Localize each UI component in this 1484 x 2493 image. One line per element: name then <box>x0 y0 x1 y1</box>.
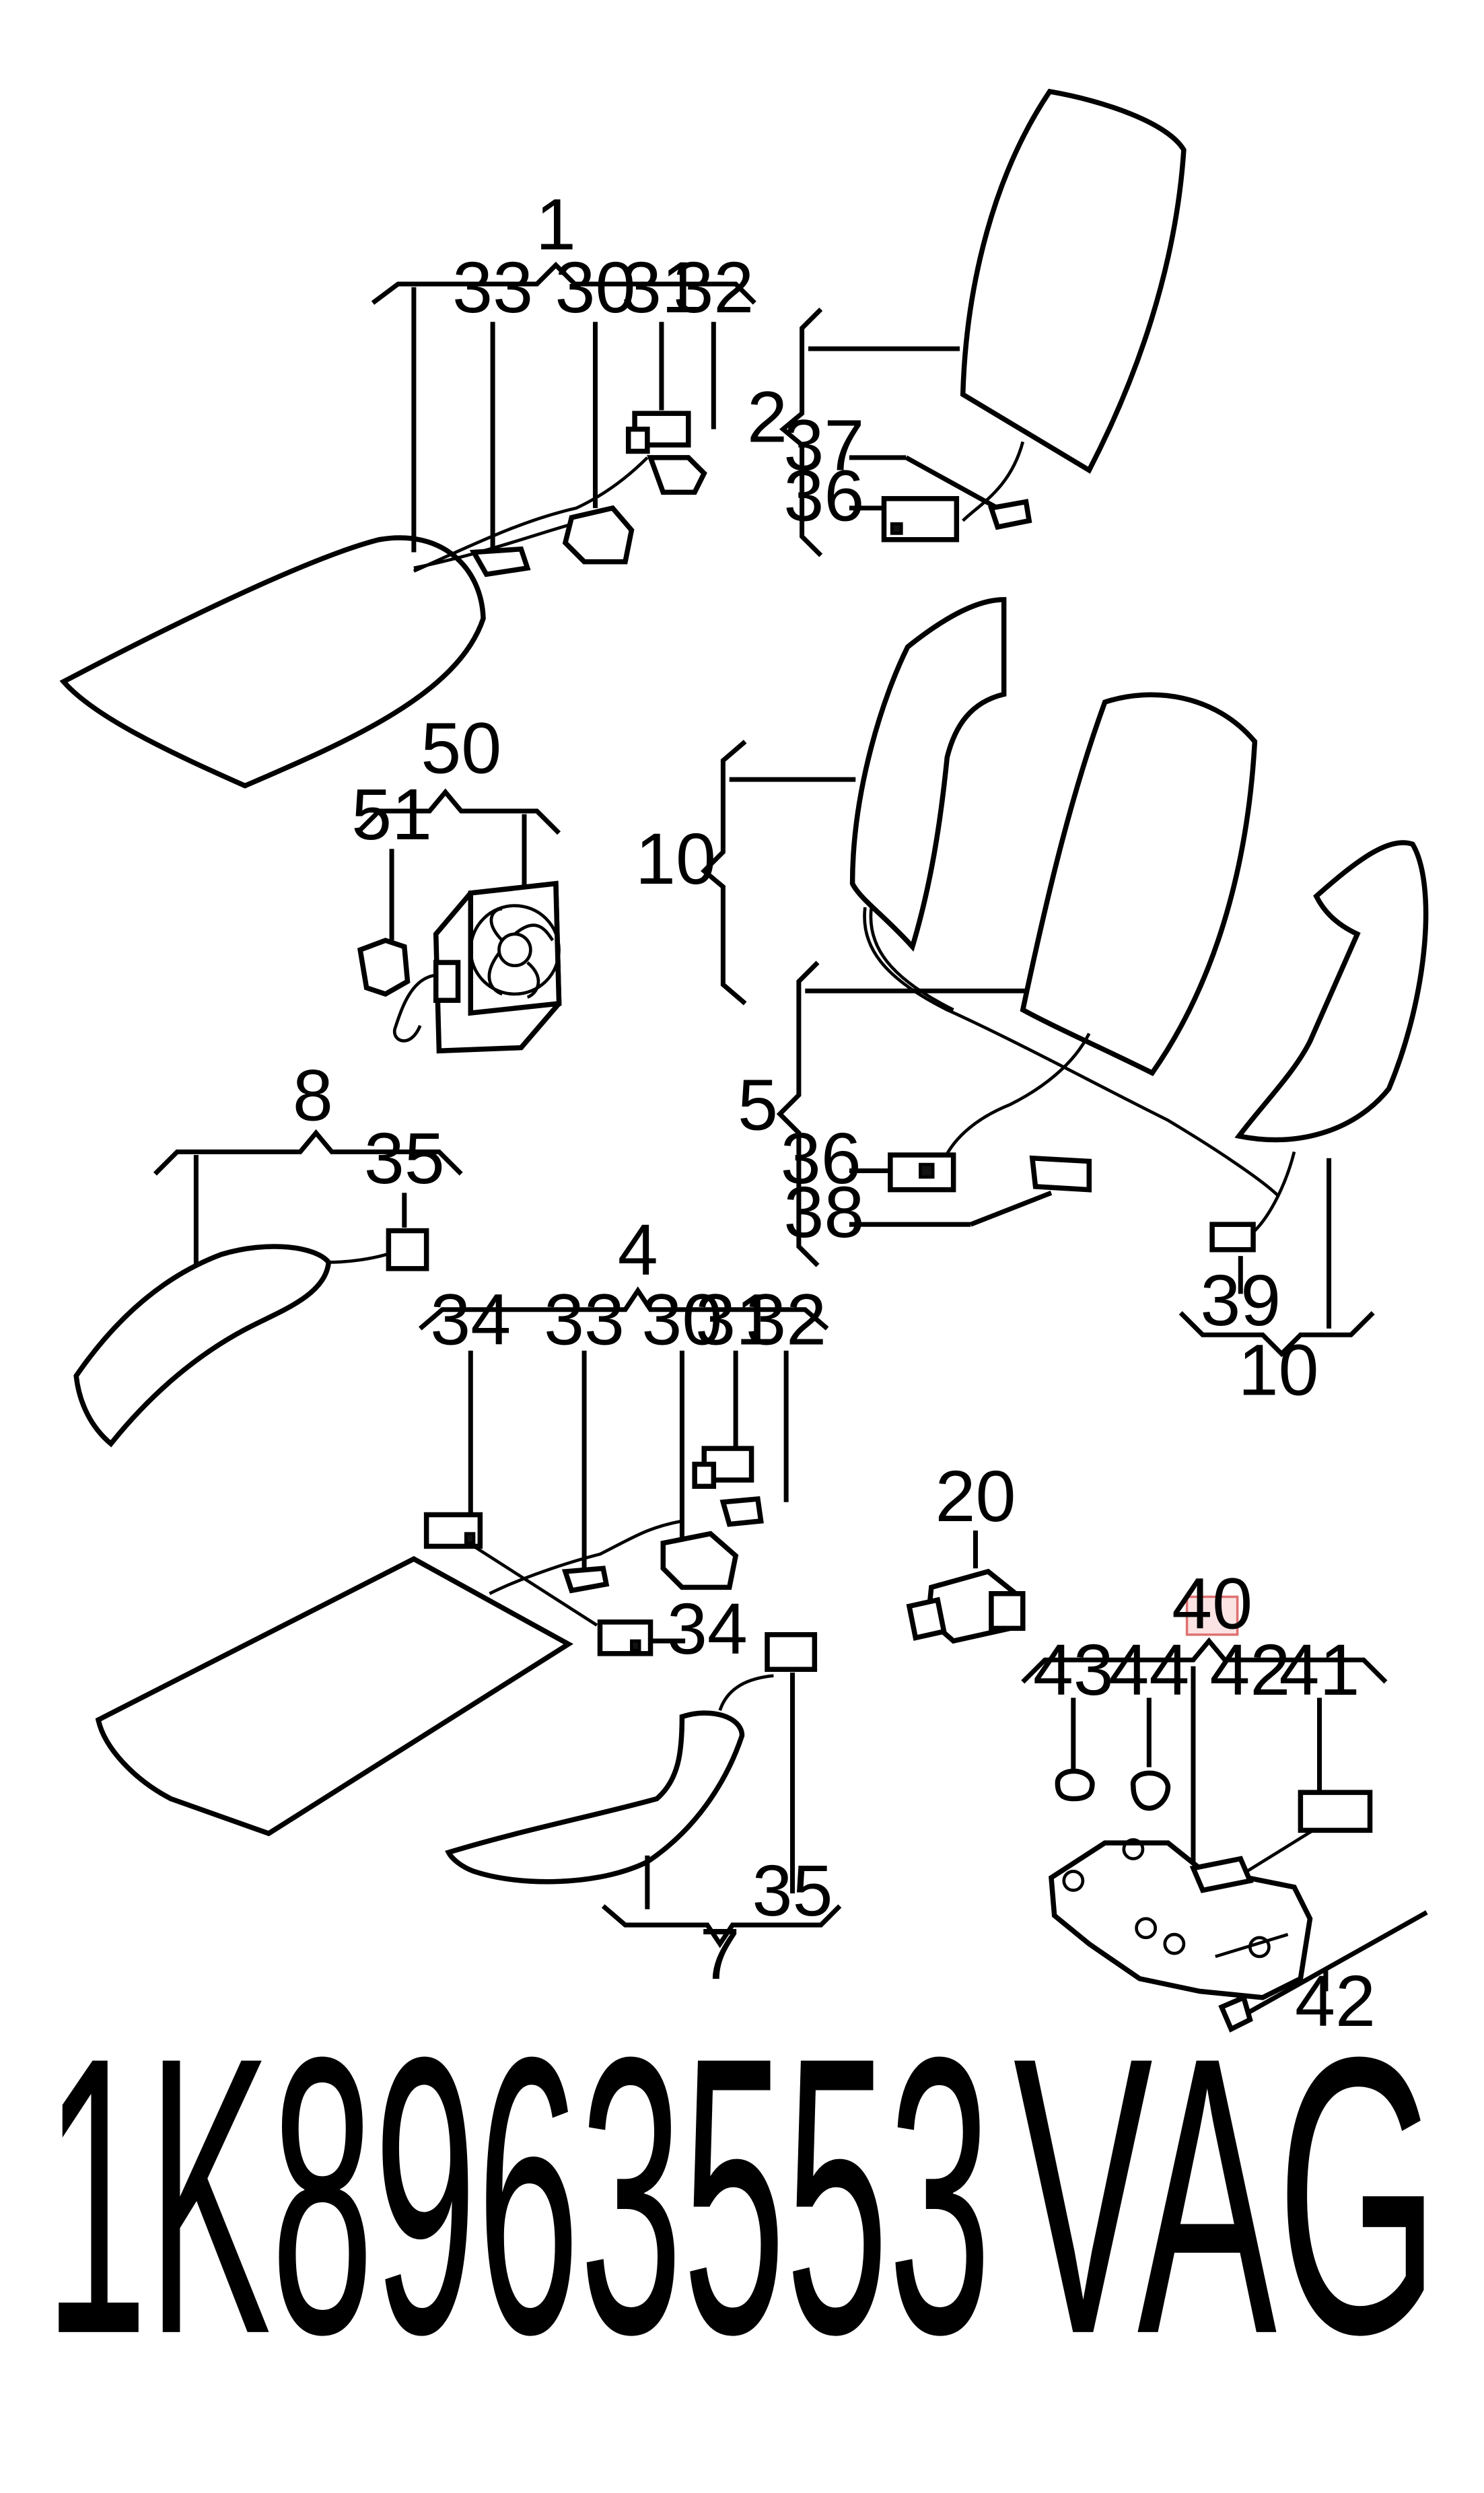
control-unit-30 <box>562 505 635 565</box>
callout-10-lower: 10 <box>1238 1329 1319 1410</box>
callout-40: 40 <box>1172 1562 1252 1644</box>
fan-group <box>355 788 562 1054</box>
callout-20: 20 <box>935 1455 1016 1537</box>
callout-5: 5 <box>738 1064 778 1146</box>
callout-30b: 30 <box>641 1278 722 1360</box>
callout-32: 32 <box>673 246 754 328</box>
callout-40-highlight <box>1185 1595 1239 1636</box>
callout-10-upper: 10 <box>635 818 716 899</box>
callout-34: 34 <box>430 1278 511 1360</box>
seat-cushion-heater-group <box>59 261 756 789</box>
callout-31: 31 <box>621 246 702 328</box>
holder-33b <box>561 1566 610 1594</box>
second-seat-heater-pad <box>95 1555 573 1837</box>
sensor-mat-group <box>1021 1637 1428 2033</box>
callout-36b: 36 <box>781 1117 861 1199</box>
callout-1: 1 <box>536 183 576 265</box>
callout-43: 43 <box>1033 1629 1114 1710</box>
connector-36 <box>881 496 960 542</box>
callout-50: 50 <box>421 707 501 789</box>
callout-39: 39 <box>1200 1259 1281 1341</box>
connector-36b <box>888 1152 956 1193</box>
side-bolster-left-pad <box>849 597 1007 952</box>
callout-37: 37 <box>783 405 864 486</box>
connector-35a <box>386 1228 429 1271</box>
clip-43 <box>1055 1768 1095 1802</box>
callout-33b: 33 <box>544 1278 625 1360</box>
backrest-heater-pad <box>960 88 1187 474</box>
side-bolster-right-pad <box>1234 840 1429 1143</box>
callout-7: 7 <box>700 1913 740 1994</box>
module-20 <box>906 1530 1026 1644</box>
backrest-heater-group <box>779 88 1187 557</box>
seat-cushion-heater-pad <box>59 535 486 789</box>
connector-38 <box>1029 1155 1092 1193</box>
callout-41: 41 <box>1279 1629 1360 1710</box>
callout-38: 38 <box>783 1171 864 1253</box>
centre-heater-pad <box>1020 692 1258 1076</box>
side-heater-group <box>73 1129 463 1448</box>
callout-35b: 35 <box>752 1850 833 1931</box>
callout-51: 51 <box>351 773 432 855</box>
connector-35b <box>765 1631 818 1673</box>
cable-tie-42 <box>1218 1994 1253 2033</box>
clip-32 <box>647 455 707 495</box>
connector-34b <box>597 1619 653 1656</box>
callout-32b: 32 <box>746 1278 826 1360</box>
sensor-mat <box>1049 1840 1313 2000</box>
clip-37 <box>987 499 1032 530</box>
side-heater-7-group <box>445 1631 842 1948</box>
callout-labels: 1 33 30 31 32 2 37 36 50 51 10 5 36 38 3… <box>293 183 1376 2041</box>
clip-44 <box>1131 1770 1171 1811</box>
callout-35: 35 <box>364 1117 445 1199</box>
side-heater-7-pad <box>445 1710 745 1885</box>
connector-51 <box>357 938 411 997</box>
part-number: 1K8963553 <box>44 1975 991 2416</box>
callout-31b: 31 <box>695 1278 776 1360</box>
holder-33 <box>469 546 531 577</box>
callout-42b: 42 <box>1295 1960 1376 2041</box>
second-seat-heater-group <box>95 1286 829 1837</box>
side-heater-pad <box>73 1244 332 1448</box>
callout-30: 30 <box>555 246 636 328</box>
callout-2: 2 <box>747 376 787 457</box>
connector-39 <box>1209 1222 1256 1253</box>
callout-34b: 34 <box>667 1588 748 1669</box>
callout-36: 36 <box>783 455 864 536</box>
brand-name: VAG <box>1014 1975 1440 2416</box>
backrest-side-heater-group <box>701 597 1429 1358</box>
control-unit-30b <box>660 1531 739 1590</box>
callout-4: 4 <box>618 1209 658 1290</box>
clip-32b <box>719 1496 764 1527</box>
callout-8: 8 <box>293 1054 333 1135</box>
callout-42: 42 <box>1209 1629 1290 1710</box>
callout-44: 44 <box>1108 1629 1189 1710</box>
connector-41 <box>1298 1790 1373 1833</box>
callout-33: 33 <box>452 246 533 328</box>
